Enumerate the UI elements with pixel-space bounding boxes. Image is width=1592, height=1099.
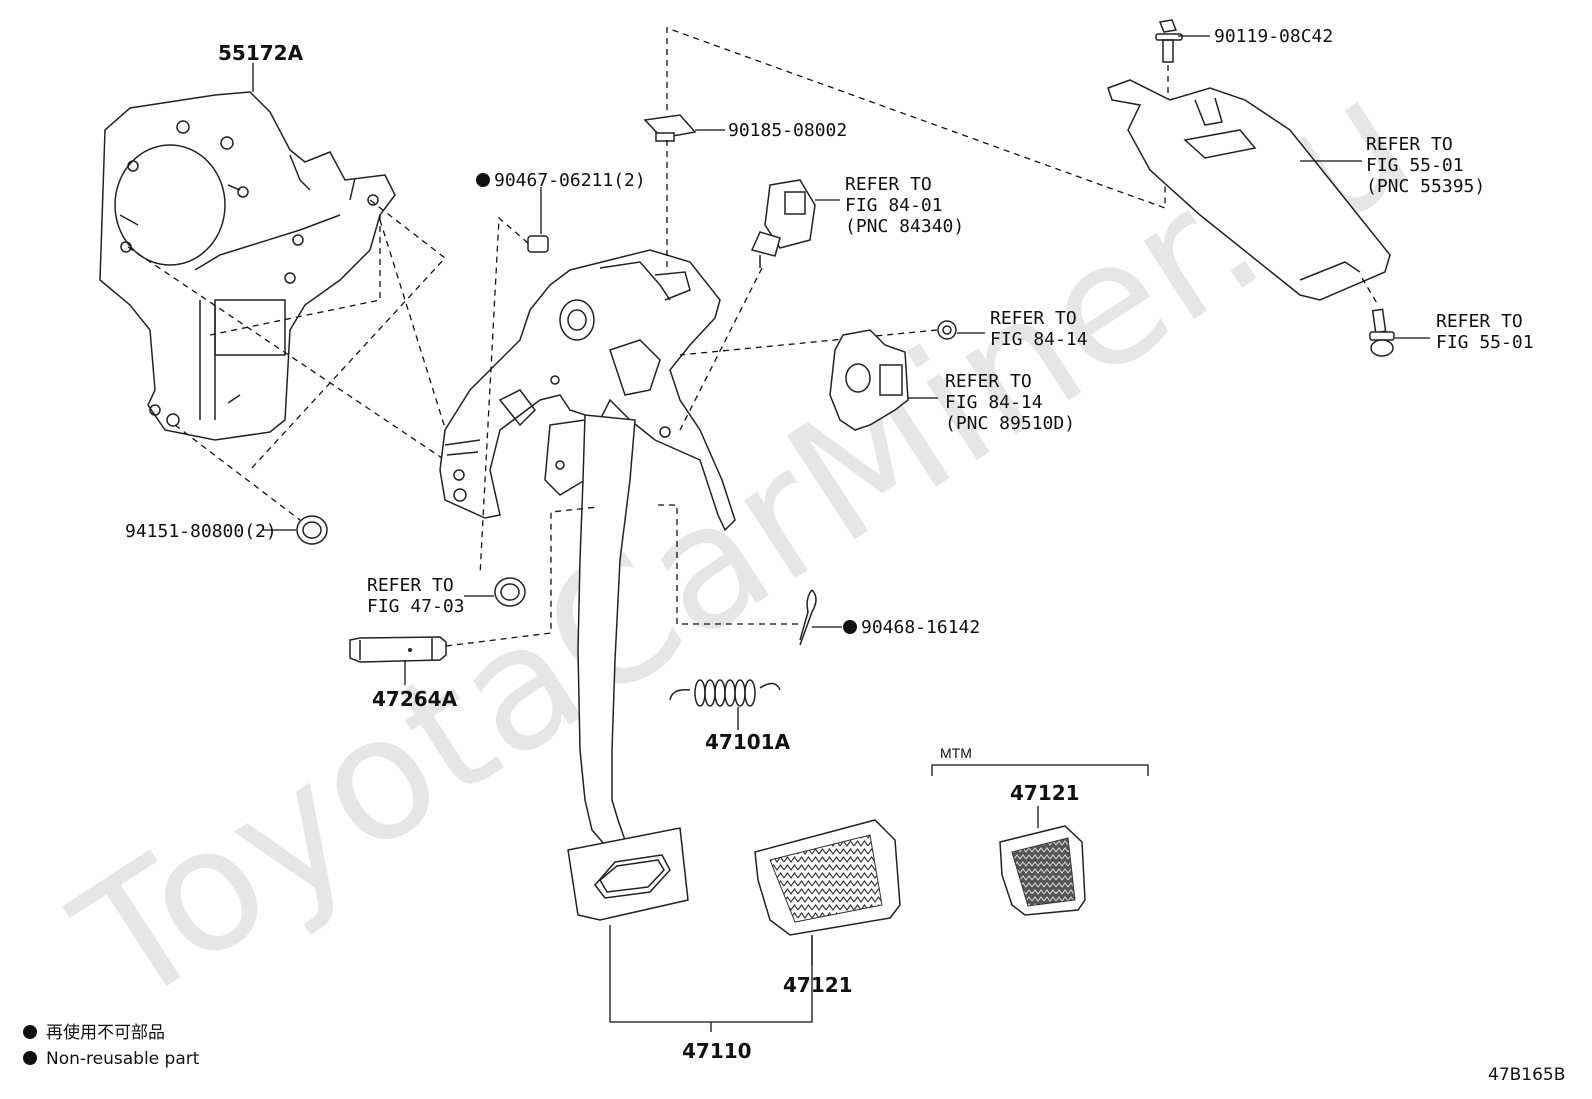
label-47101a: 47101A bbox=[705, 730, 791, 754]
bushing-90467-drawing bbox=[527, 235, 549, 253]
label-90119: 90119-08C42 bbox=[1214, 26, 1333, 47]
label-47264a: 47264A bbox=[372, 687, 458, 711]
pedal-pad-mtm-drawing bbox=[999, 825, 1086, 916]
nut-fig8414-drawing bbox=[937, 320, 957, 340]
clip-90468-drawing bbox=[799, 589, 817, 646]
ref-89510d-line2: FIG 84-14 bbox=[945, 392, 1043, 413]
ref-fig8414a-line1: REFER TO bbox=[990, 308, 1077, 329]
label-90468: 90468-16142 bbox=[861, 617, 980, 638]
label-90185: 90185-08002 bbox=[728, 120, 847, 141]
label-90467: 90467-06211(2) bbox=[494, 170, 646, 191]
stop-lamp-switch-drawing bbox=[750, 179, 816, 268]
ref-89510d-line1: REFER TO bbox=[945, 371, 1032, 392]
figure-code: 47B165B bbox=[1488, 1065, 1565, 1085]
legend-line2: Non-reusable part bbox=[46, 1049, 200, 1069]
ref-55395-line1: REFER TO bbox=[1366, 134, 1453, 155]
ref-fig4703-line1: REFER TO bbox=[367, 575, 454, 596]
bolt-90119-drawing bbox=[1155, 19, 1183, 63]
label-55172a: 55172A bbox=[218, 41, 304, 65]
non-reusable-marker-90468 bbox=[843, 620, 857, 634]
spring-47101a-drawing bbox=[669, 679, 781, 707]
legend-marker-1 bbox=[23, 1025, 37, 1039]
pedal-pad-47121-drawing bbox=[754, 819, 901, 936]
pedal-cover-drawing bbox=[1107, 79, 1391, 301]
ref-84340-line3: (PNC 84340) bbox=[845, 216, 964, 237]
label-47110: 47110 bbox=[682, 1039, 752, 1063]
ref-84340-line1: REFER TO bbox=[845, 174, 932, 195]
clip-nut-90185-drawing bbox=[643, 114, 697, 142]
legend-marker-2 bbox=[23, 1051, 37, 1065]
pin-47264a-drawing bbox=[349, 636, 447, 663]
pedal-support-drawing bbox=[439, 249, 736, 532]
brake-pedal-drawing bbox=[567, 414, 689, 921]
ref-55395-line3: (PNC 55395) bbox=[1366, 176, 1485, 197]
legend-line1: 再使用不可部品 bbox=[46, 1022, 165, 1043]
nut-94151-drawing bbox=[296, 515, 328, 545]
ref-fig8414a-line2: FIG 84-14 bbox=[990, 329, 1088, 350]
non-reusable-marker-90467 bbox=[476, 173, 490, 187]
ref-89510d-line3: (PNC 89510D) bbox=[945, 413, 1075, 434]
screw-fig5501-drawing bbox=[1369, 308, 1395, 357]
label-47121-mtm: 47121 bbox=[1010, 781, 1080, 805]
nut-fig4703-drawing bbox=[494, 577, 526, 607]
bracket-55172a-drawing bbox=[99, 91, 396, 441]
ref-84340-line2: FIG 84-01 bbox=[845, 195, 943, 216]
label-mtm: MTM bbox=[940, 745, 972, 761]
stroke-sensor-drawing bbox=[829, 329, 909, 431]
ref-fig5501-line2: FIG 55-01 bbox=[1436, 332, 1534, 353]
label-94151: 94151-80800(2) bbox=[125, 521, 277, 542]
ref-55395-line2: FIG 55-01 bbox=[1366, 155, 1464, 176]
label-47121: 47121 bbox=[783, 973, 853, 997]
ref-fig4703-line2: FIG 47-03 bbox=[367, 596, 465, 617]
ref-fig5501-line1: REFER TO bbox=[1436, 311, 1523, 332]
